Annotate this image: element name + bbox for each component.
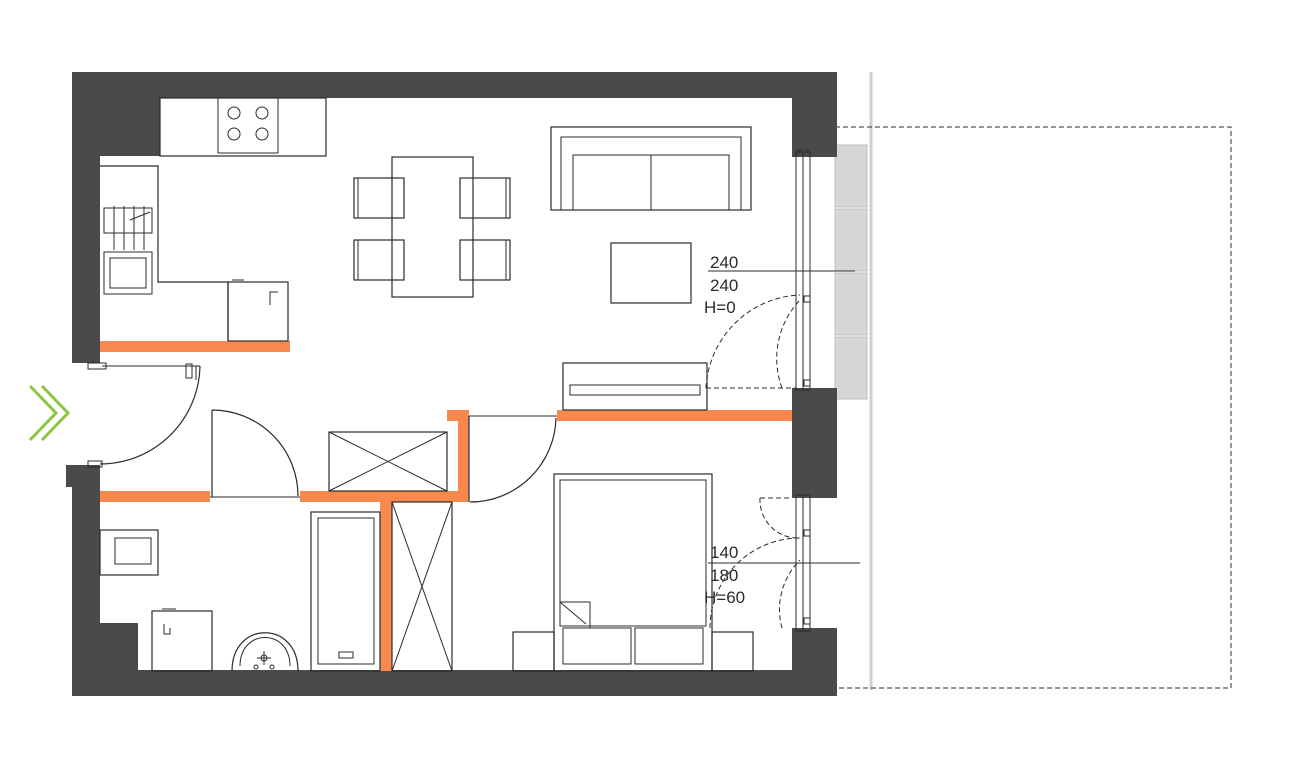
dining-chair <box>353 239 405 281</box>
bedroom-door <box>468 415 557 503</box>
double-chevron-right-icon <box>28 384 71 442</box>
bedroom-door-swing <box>469 417 557 503</box>
window-sill-label: H=60 <box>704 588 745 607</box>
window-width-label: 240 <box>710 253 738 272</box>
tv-cabinet <box>562 362 708 411</box>
exterior-walls <box>66 72 837 696</box>
nightstand <box>711 631 754 672</box>
cooktop-icon <box>217 97 279 154</box>
dining-chair <box>353 177 405 219</box>
window-sill-label: H=0 <box>704 298 736 317</box>
window-height-label: 180 <box>710 566 738 585</box>
bathroom-door <box>210 409 300 498</box>
dining-table <box>391 156 474 298</box>
window-height-label: 240 <box>710 276 738 295</box>
washbasin-icon <box>231 632 299 672</box>
balcony <box>834 72 1232 690</box>
dining-chair <box>459 239 511 281</box>
entrance-door <box>87 362 201 468</box>
window-width-label: 140 <box>710 543 738 562</box>
washing-machine-icon <box>99 529 159 576</box>
wardrobe <box>328 431 448 492</box>
bedroom <box>512 473 754 672</box>
balcony-tiles <box>834 144 868 400</box>
bathroom-door-swing <box>211 409 299 497</box>
bathroom-cabinet <box>391 501 453 672</box>
fridge-icon <box>227 279 289 342</box>
double-bed <box>553 473 713 672</box>
sofa <box>550 126 752 211</box>
dish-rack-icon <box>103 206 153 250</box>
kitchen-counter-top <box>159 97 327 157</box>
bathtub-icon <box>310 511 381 672</box>
toilet-icon <box>151 608 213 672</box>
bathroom <box>99 501 453 672</box>
sink-icon <box>103 251 153 295</box>
balcony-door-swing <box>705 294 801 389</box>
kitchen <box>100 97 327 342</box>
dining-chair <box>459 177 511 219</box>
kitchen-counter-side <box>100 165 229 341</box>
dining-set <box>353 156 511 298</box>
coffee-table <box>610 242 692 304</box>
nightstand <box>512 631 555 672</box>
window-annotation: 240 240 H=0 <box>704 253 738 317</box>
partition-walls <box>100 341 792 671</box>
entrance-door-swing <box>99 365 201 465</box>
window-annotation: 140 180 H=60 <box>704 543 745 607</box>
